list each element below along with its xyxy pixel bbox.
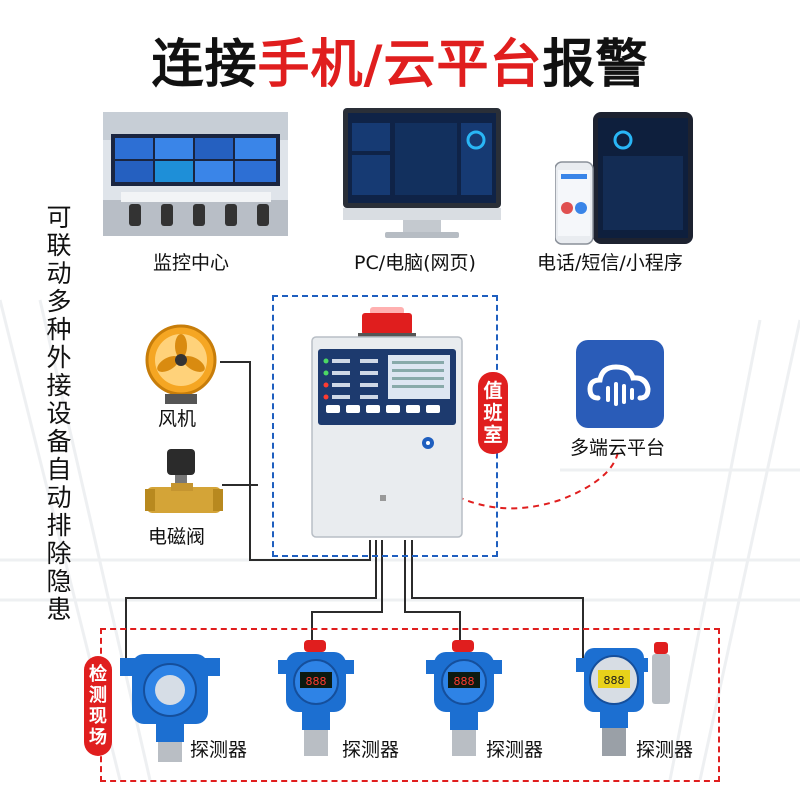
fan-icon: [145, 324, 217, 404]
channel-label-monitoring: 监控中心: [153, 252, 230, 274]
channel-label-phone: 电话/短信/小程序: [537, 252, 683, 274]
detector-2-label: 探测器: [342, 739, 400, 761]
svg-text:888: 888: [454, 675, 475, 688]
page-title: 连接手机/云平台报警: [0, 22, 800, 97]
monitoring-center-photo: [103, 112, 288, 236]
fan-label: 风机: [158, 408, 197, 430]
detector-3-icon: 888: [426, 640, 502, 756]
field-label: 检测现场: [84, 656, 112, 756]
alarm-controller-cabinet: [311, 307, 463, 538]
cloud-icon: [587, 364, 651, 406]
title-part-1: 连接: [151, 35, 258, 95]
detector-4-label: 探测器: [636, 739, 694, 761]
duty-room-label: 值班室: [478, 372, 508, 454]
side-feature-text: 可联动多种外接设备 自动排除隐患: [46, 203, 72, 624]
detector-4-icon: 888: [576, 642, 670, 756]
title-part-3: 报警: [542, 35, 649, 95]
valve-label: 电磁阀: [148, 526, 206, 548]
detector-2-icon: 888: [278, 640, 354, 756]
solenoid-valve-icon: [145, 449, 223, 513]
detector-1-icon: [120, 654, 220, 762]
cloud-platform-tile[interactable]: [576, 340, 664, 428]
channel-label-pc: PC/电脑(网页): [354, 252, 476, 274]
phone-tablet-photo: [555, 112, 693, 245]
svg-text:888: 888: [604, 674, 625, 687]
cloud-platform-label: 多端云平台: [570, 437, 666, 459]
pc-monitor-photo: [343, 108, 501, 238]
svg-text:888: 888: [306, 675, 327, 688]
detector-3-label: 探测器: [486, 739, 544, 761]
detector-1-label: 探测器: [190, 739, 248, 761]
title-part-2: 手机/云平台: [257, 35, 543, 95]
